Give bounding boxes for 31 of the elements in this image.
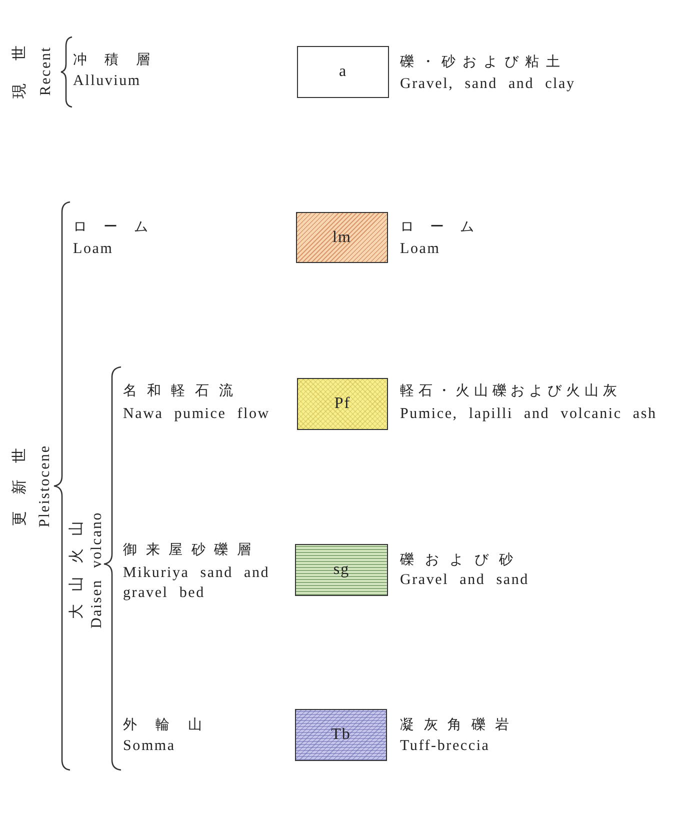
rock-description: Gravel, sand and clay bbox=[400, 75, 576, 93]
legend-swatch: sg bbox=[295, 544, 388, 596]
group-label: Recent bbox=[37, 46, 55, 96]
formation-name: 外輪山 bbox=[123, 717, 202, 735]
rock-description: Tuff-breccia bbox=[400, 737, 490, 755]
legend-swatch: lm bbox=[296, 212, 388, 263]
rock-description: ローム bbox=[400, 219, 474, 237]
legend-swatch: a bbox=[297, 46, 389, 98]
legend-swatch: Pf bbox=[297, 378, 388, 430]
rock-description: Loam bbox=[400, 240, 440, 258]
rock-description: 礫および砂 bbox=[400, 552, 513, 570]
group-label: 現世 bbox=[11, 46, 29, 98]
rock-description: 軽石・火山礫および火山灰 bbox=[400, 383, 617, 401]
group-label: 大山火山 bbox=[68, 521, 86, 619]
formation-name: 冲積層 bbox=[73, 52, 150, 70]
formation-name: Mikuriya sand and gravel bed bbox=[123, 564, 271, 603]
formation-name: ローム bbox=[73, 219, 148, 237]
formation-name: 御来屋砂礫層 bbox=[123, 542, 251, 560]
formation-name: Somma bbox=[123, 737, 176, 755]
rock-description: Gravel and sand bbox=[400, 571, 529, 589]
legend-swatch: Tb bbox=[295, 709, 387, 761]
formation-name: Nawa pumice flow bbox=[123, 405, 270, 423]
group-label: Daisen volcano bbox=[88, 511, 106, 629]
group-label: 更新世 bbox=[11, 448, 29, 526]
group-label: Pleistocene bbox=[36, 444, 54, 528]
formation-name: Loam bbox=[73, 240, 114, 258]
formation-name: Alluvium bbox=[73, 72, 141, 90]
formation-name: 名和軽石流 bbox=[123, 383, 233, 401]
rock-description: Pumice, lapilli and volcanic ash bbox=[400, 405, 657, 423]
rock-description: 礫・砂および粘土 bbox=[400, 54, 560, 72]
rock-description: 凝灰角礫岩 bbox=[400, 717, 509, 735]
